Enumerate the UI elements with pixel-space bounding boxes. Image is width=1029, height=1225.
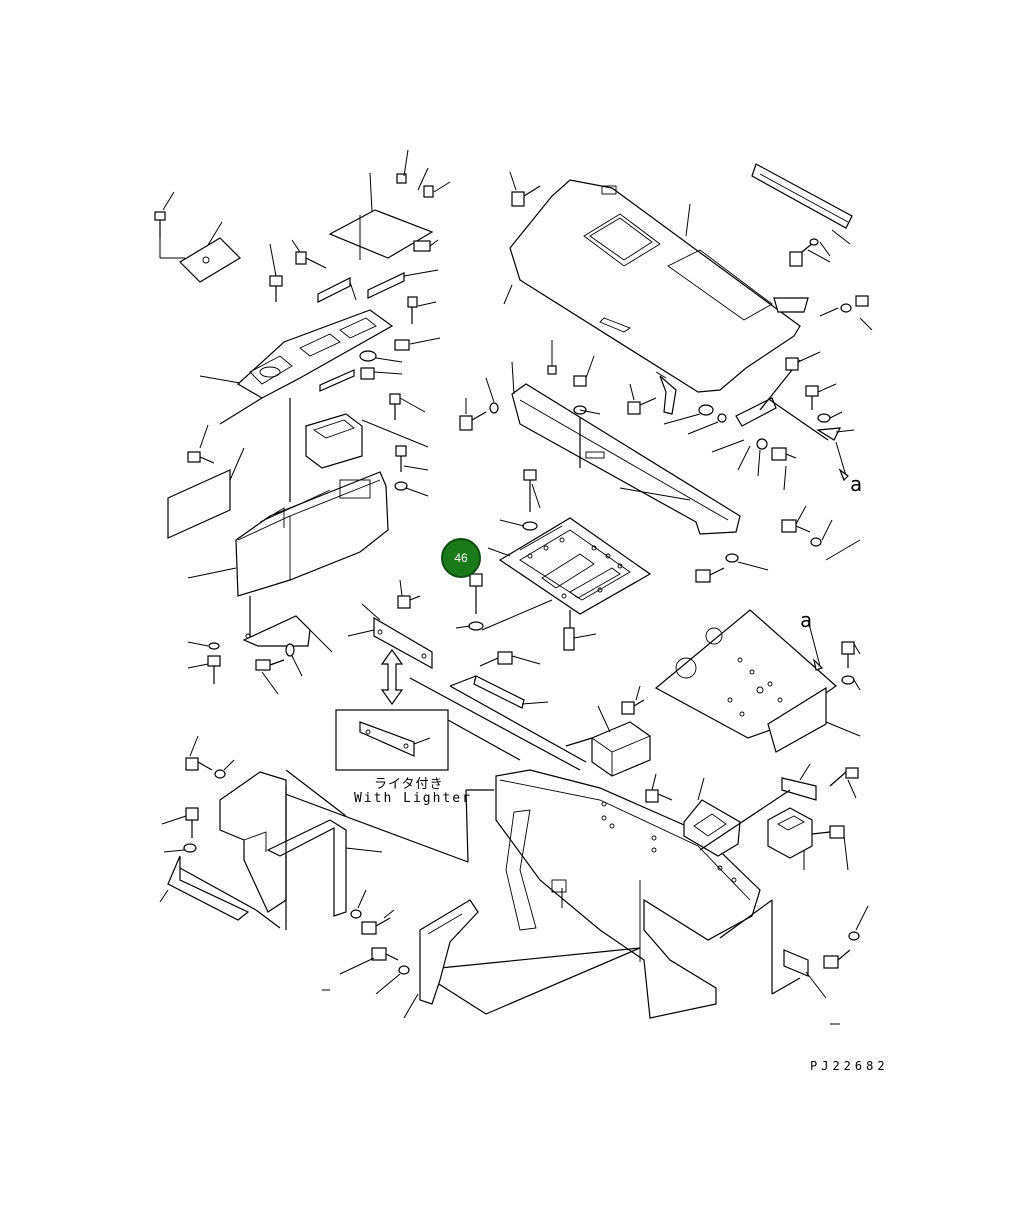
mounting-plate-assembly [455, 469, 652, 651]
reference-label-upper: a [850, 472, 863, 496]
support-beam-assembly [459, 340, 861, 583]
left-console-lower [167, 393, 429, 695]
floor-plate-assembly [654, 609, 861, 753]
lighter-plate-assembly [335, 579, 581, 771]
left-console-upper [154, 149, 451, 502]
reference-label-lower: a [800, 608, 813, 632]
drawing-number: PJ22682 [810, 1059, 889, 1073]
link-rod-assembly [449, 651, 587, 763]
callout-number: 46 [454, 551, 468, 565]
upper-cover-assembly [503, 163, 873, 393]
right-bracket-assembly [645, 763, 869, 1025]
callout-marker-46[interactable]: 46 [441, 538, 481, 578]
lighter-note-english: With Lighter [354, 791, 472, 806]
electrical-box [565, 685, 651, 777]
left-lower-frame [159, 735, 479, 1019]
main-frame-assembly [279, 769, 801, 1019]
lighter-note-japanese: ライタ付き [374, 777, 444, 792]
